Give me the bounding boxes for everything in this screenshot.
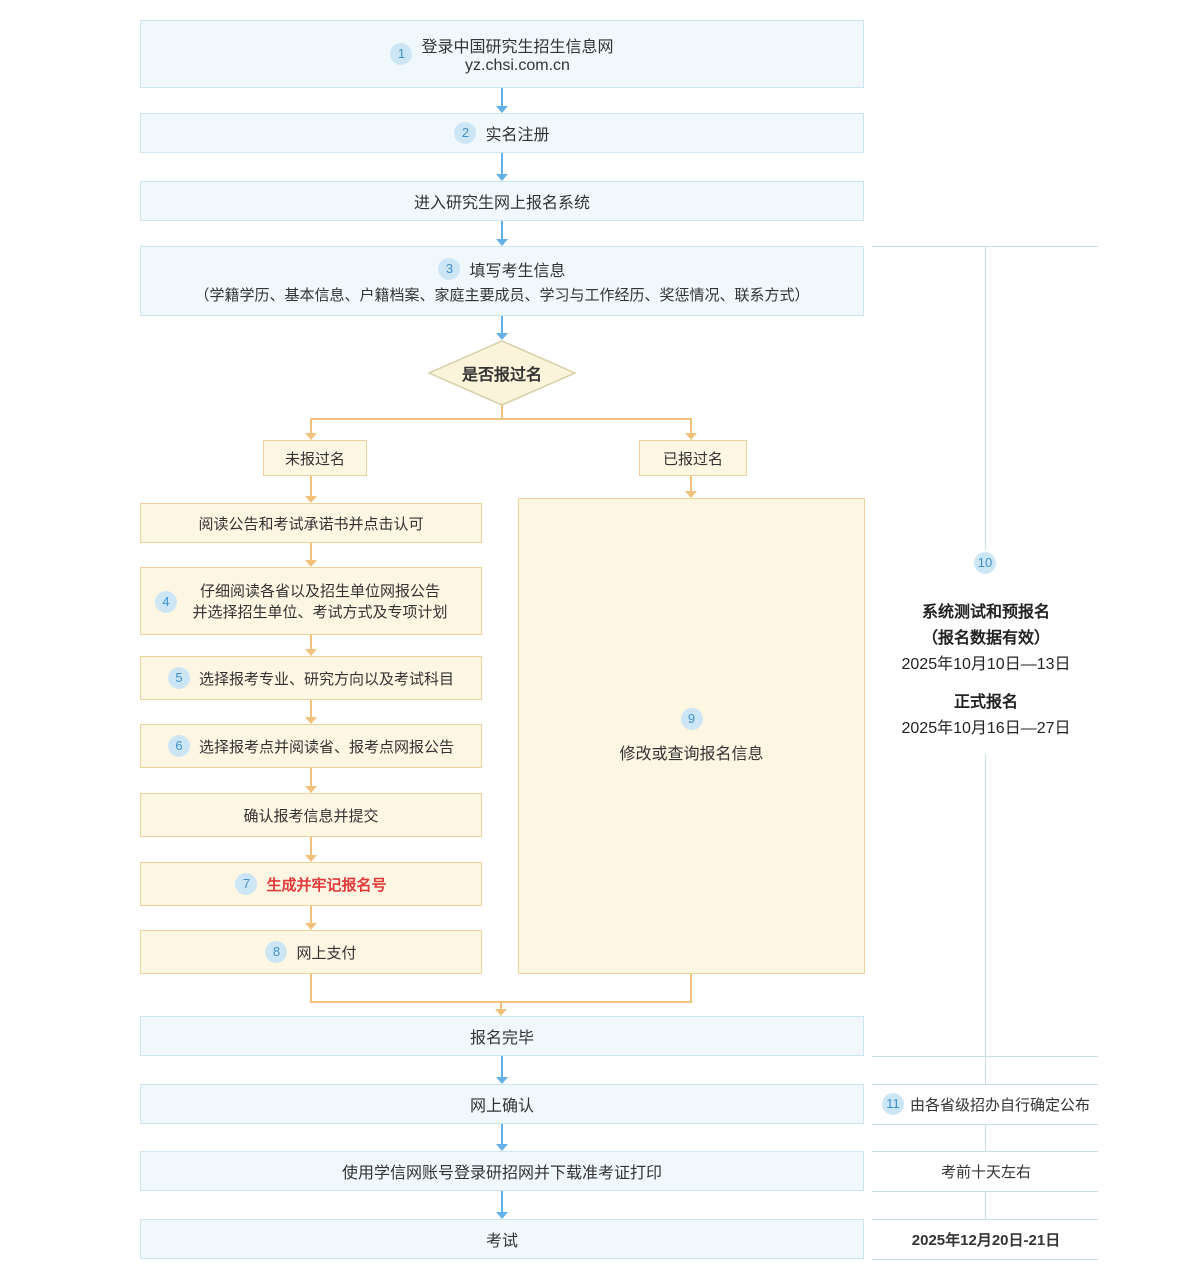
sidebar-row-line — [872, 1151, 1098, 1152]
flow-arrow — [304, 476, 318, 503]
ticket-note-annotation: 考前十天左右 — [875, 1151, 1097, 1191]
sidebar-row-line — [872, 1219, 1098, 1220]
read-notice-box: 阅读公告和考试承诺书并点击认可 — [140, 503, 482, 543]
step-login-url: yz.chsi.com.cn — [465, 57, 570, 74]
flow-arrow — [304, 837, 318, 862]
step-choose-unit-text: 仔细阅读各省以及招生单位网报公告 并选择招生单位、考试方式及专项计划 — [192, 580, 447, 622]
step-fill-info-title-row: 3 填写考生信息 — [438, 257, 566, 281]
online-confirm-box: 网上确认 — [140, 1084, 864, 1124]
sidebar-tick-line — [985, 1191, 986, 1219]
step-register-label: 实名注册 — [485, 127, 550, 144]
decision-diamond: 是否报过名 — [427, 340, 577, 406]
step-choose-unit-line2: 并选择招生单位、考试方式及专项计划 — [192, 604, 448, 621]
exam-date-annotation: 2025年12月20日-21日 — [875, 1219, 1097, 1259]
branch-not-registered-box: 未报过名 — [263, 440, 367, 476]
step-number-badge: 7 — [235, 873, 258, 895]
connector-line — [310, 1001, 692, 1003]
step-pay-online-label: 网上支付 — [296, 944, 357, 962]
registration-complete-label: 报名完毕 — [469, 1030, 534, 1047]
confirm-note-annotation: 11 由各省级招办自行确定公布 — [875, 1084, 1097, 1124]
step-choose-major-label: 选择报考专业、研究方向以及考试科目 — [198, 670, 454, 688]
flow-arrow — [684, 418, 698, 440]
step-number-badge: 10 — [974, 552, 996, 574]
flow-arrow — [304, 906, 318, 930]
branch-not-registered-label: 未报过名 — [284, 450, 345, 468]
flow-arrow — [495, 88, 509, 113]
online-confirm-label: 网上确认 — [469, 1098, 534, 1115]
step-number-badge: 1 — [390, 43, 413, 65]
flow-arrow — [495, 153, 509, 181]
step-login-box: 1 登录中国研究生招生信息网 yz.chsi.com.cn — [140, 20, 864, 88]
confirm-note-label: 由各省级招办自行确定公布 — [909, 1096, 1090, 1114]
exam-date-label: 2025年12月20日-21日 — [911, 1231, 1061, 1249]
schedule-title1: 系统测试和预报名 — [921, 604, 1050, 621]
flow-arrow — [304, 635, 318, 656]
schedule-date2: 2025年10月16日—27日 — [901, 720, 1071, 737]
step-pay-online-box: 8 网上支付 — [140, 930, 482, 974]
step-fill-info-detail: （学籍学历、基本信息、户籍档案、家庭主要成员、学习与工作经历、奖惩情况、联系方式… — [194, 287, 810, 304]
ticket-note-label: 考前十天左右 — [940, 1163, 1031, 1181]
confirm-submit-label: 确认报考信息并提交 — [243, 807, 379, 825]
print-ticket-label: 使用学信网账号登录研招网并下载准考证打印 — [341, 1165, 662, 1182]
flow-arrow — [304, 700, 318, 724]
connector-line — [501, 404, 503, 419]
flow-arrow — [304, 768, 318, 793]
sidebar-row-line — [872, 1259, 1098, 1260]
step-fill-info-title: 填写考生信息 — [469, 263, 566, 280]
step-fill-info-box: 3 填写考生信息 （学籍学历、基本信息、户籍档案、家庭主要成员、学习与工作经历、… — [140, 246, 864, 316]
enter-system-label: 进入研究生网上报名系统 — [413, 195, 590, 212]
step-number-badge: 8 — [265, 941, 288, 963]
print-ticket-box: 使用学信网账号登录研招网并下载准考证打印 — [140, 1151, 864, 1191]
modify-query-label: 修改或查询报名信息 — [619, 746, 764, 763]
connector-line — [310, 418, 692, 420]
read-notice-label: 阅读公告和考试承诺书并点击认可 — [198, 515, 424, 533]
schedule-title2: 正式报名 — [953, 694, 1018, 711]
schedule-date1: 2025年10月10日—13日 — [901, 656, 1071, 673]
flow-arrow — [304, 418, 318, 440]
sidebar-bracket-line — [985, 246, 986, 550]
exam-box: 考试 — [140, 1219, 864, 1259]
schedule-annotation: 系统测试和预报名 （报名数据有效） 2025年10月10日—13日 正式报名 2… — [875, 600, 1097, 742]
sidebar-row-line — [872, 1084, 1098, 1085]
step-number-badge: 5 — [167, 667, 190, 689]
step-login-text: 登录中国研究生招生信息网 yz.chsi.com.cn — [421, 33, 613, 75]
flow-arrow — [495, 316, 509, 340]
enter-system-box: 进入研究生网上报名系统 — [140, 181, 864, 221]
step-choose-site-label: 选择报考点并阅读省、报考点网报公告 — [198, 738, 454, 756]
flow-arrow — [684, 476, 698, 498]
schedule-sub1: （报名数据有效） — [921, 630, 1050, 647]
step-choose-major-box: 5 选择报考专业、研究方向以及考试科目 — [140, 656, 482, 700]
flow-arrow — [494, 1003, 508, 1016]
exam-label: 考试 — [485, 1233, 518, 1250]
sidebar-bracket-line — [985, 754, 986, 1056]
registration-complete-box: 报名完毕 — [140, 1016, 864, 1056]
step-number-badge: 9 — [680, 708, 703, 730]
branch-registered-box: 已报过名 — [639, 440, 747, 476]
step-number-badge: 2 — [454, 122, 477, 144]
flow-arrow — [495, 1056, 509, 1084]
step-choose-site-box: 6 选择报考点并阅读省、报考点网报公告 — [140, 724, 482, 768]
sidebar-tick-line — [985, 1056, 986, 1084]
step-number-badge: 11 — [881, 1093, 904, 1115]
decision-label: 是否报过名 — [461, 367, 542, 384]
sidebar-tick-line — [985, 1124, 986, 1151]
flow-arrow — [304, 543, 318, 567]
step-number-badge: 6 — [167, 735, 190, 757]
flow-arrow — [495, 221, 509, 246]
step-number-badge: 4 — [155, 591, 177, 613]
step-register-box: 2 实名注册 — [140, 113, 864, 153]
modify-query-box: 9 修改或查询报名信息 — [518, 498, 865, 974]
step-choose-unit-line1: 仔细阅读各省以及招生单位网报公告 — [199, 583, 440, 600]
branch-registered-label: 已报过名 — [662, 450, 723, 468]
step-choose-unit-box: 4 仔细阅读各省以及招生单位网报公告 并选择招生单位、考试方式及专项计划 — [140, 567, 482, 635]
step-generate-id-label: 生成并牢记报名号 — [266, 876, 387, 894]
connector-line — [310, 974, 312, 1003]
flow-arrow — [495, 1191, 509, 1219]
flow-arrow — [495, 1124, 509, 1151]
step-generate-id-box: 7 生成并牢记报名号 — [140, 862, 482, 906]
step-number-badge: 3 — [438, 258, 461, 280]
confirm-submit-box: 确认报考信息并提交 — [140, 793, 482, 837]
step-login-line1: 登录中国研究生招生信息网 — [421, 39, 614, 56]
connector-line — [690, 974, 692, 1003]
